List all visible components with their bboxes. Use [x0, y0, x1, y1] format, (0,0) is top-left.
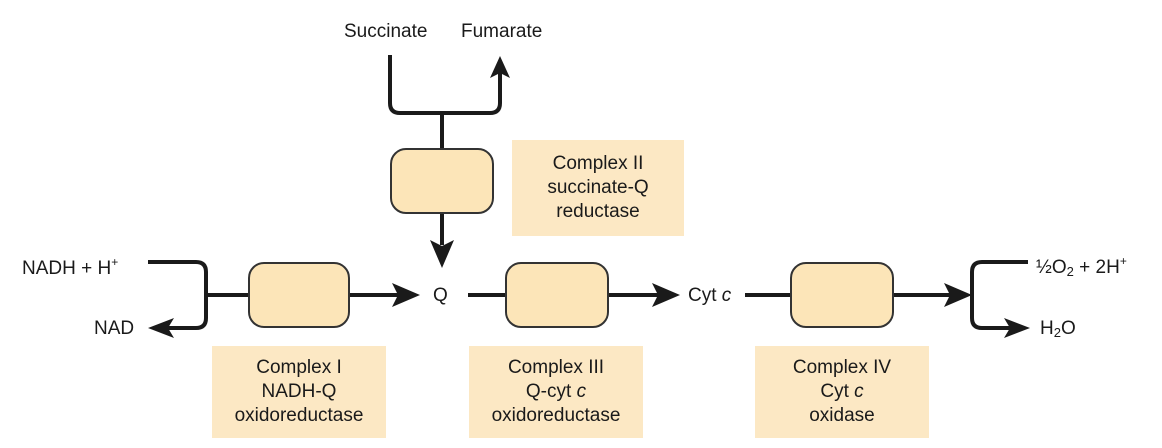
- water-arrowhead: [1004, 318, 1030, 338]
- succinate-label: Succinate: [344, 21, 428, 42]
- complex-2-type: reductase: [556, 201, 640, 222]
- oxygen-half: ½: [1036, 257, 1052, 278]
- water-h: H: [1040, 318, 1054, 339]
- nad-label: NAD: [94, 318, 135, 339]
- complex-2-title: Complex II: [552, 153, 644, 174]
- complex-2-box: [390, 148, 494, 214]
- succinate-line: [388, 55, 502, 115]
- complex-4-box: [790, 262, 894, 328]
- nadh-label: NADH + H+: [22, 255, 119, 280]
- complex-3-subtitle-text: Q-cyt: [525, 381, 572, 402]
- complex-4-subtitle-text: Cyt: [820, 381, 849, 402]
- nadh-bracket-line: [148, 260, 208, 330]
- complex-4-subtitle: Cyt c: [793, 380, 891, 404]
- complex-3-subtitle-italic: c: [576, 381, 587, 402]
- nad-arrowhead: [148, 318, 174, 338]
- cyt-italic: c: [721, 285, 732, 306]
- complex-3-label: Complex III Q-cyt c oxidoreductase: [469, 346, 643, 438]
- complex-3-title: Complex III: [507, 357, 605, 378]
- oxygen-label: ½O2 + 2H+: [1036, 254, 1127, 279]
- nadh-superscript: +: [111, 255, 119, 269]
- ubiquinone-label: Q: [433, 285, 448, 306]
- oxygen-rest: + 2H: [1073, 257, 1120, 278]
- complex-1-box: [248, 262, 350, 328]
- complex-1-title: Complex I: [256, 357, 342, 378]
- complex-1-type: oxidoreductase: [234, 405, 364, 426]
- complex-3-type: oxidoreductase: [491, 405, 621, 426]
- oxygen-bracket-line: [970, 260, 1028, 330]
- fumarate-label: Fumarate: [461, 21, 543, 42]
- complex-4-label: Complex IV Cyt c oxidase: [755, 346, 929, 438]
- complex-1-subtitle: NADH-Q: [261, 381, 337, 402]
- complex-2-subtitle: succinate-Q: [547, 177, 649, 198]
- nadh-text: NADH + H: [22, 258, 112, 279]
- cytochrome-c-label: Cyt c: [688, 285, 731, 307]
- complex-4-type: oxidase: [809, 405, 875, 426]
- complex-4-subtitle-italic: c: [854, 381, 864, 402]
- to-q-arrowhead: [392, 283, 420, 307]
- complex-2-label: Complex II succinate-Q reductase: [512, 140, 684, 236]
- cyt-text: Cyt: [688, 285, 717, 306]
- to-oxygen-arrowhead: [944, 283, 972, 307]
- complex-4-title: Complex IV: [792, 357, 892, 378]
- complex-3-subtitle: Q-cyt c: [492, 380, 621, 404]
- water-label: H2O: [1040, 318, 1076, 340]
- water-subscript: 2: [1053, 325, 1061, 340]
- q-down-arrowhead: [430, 240, 454, 268]
- oxygen-o: O: [1051, 257, 1067, 278]
- to-cytc-arrowhead: [652, 283, 680, 307]
- fumarate-arrowhead: [490, 56, 510, 78]
- oxygen-subscript: 2: [1066, 264, 1074, 279]
- complex-1-label: Complex I NADH-Q oxidoreductase: [212, 346, 386, 438]
- oxygen-superscript: +: [1119, 254, 1127, 268]
- water-o: O: [1060, 318, 1076, 339]
- complex-3-box: [505, 262, 609, 328]
